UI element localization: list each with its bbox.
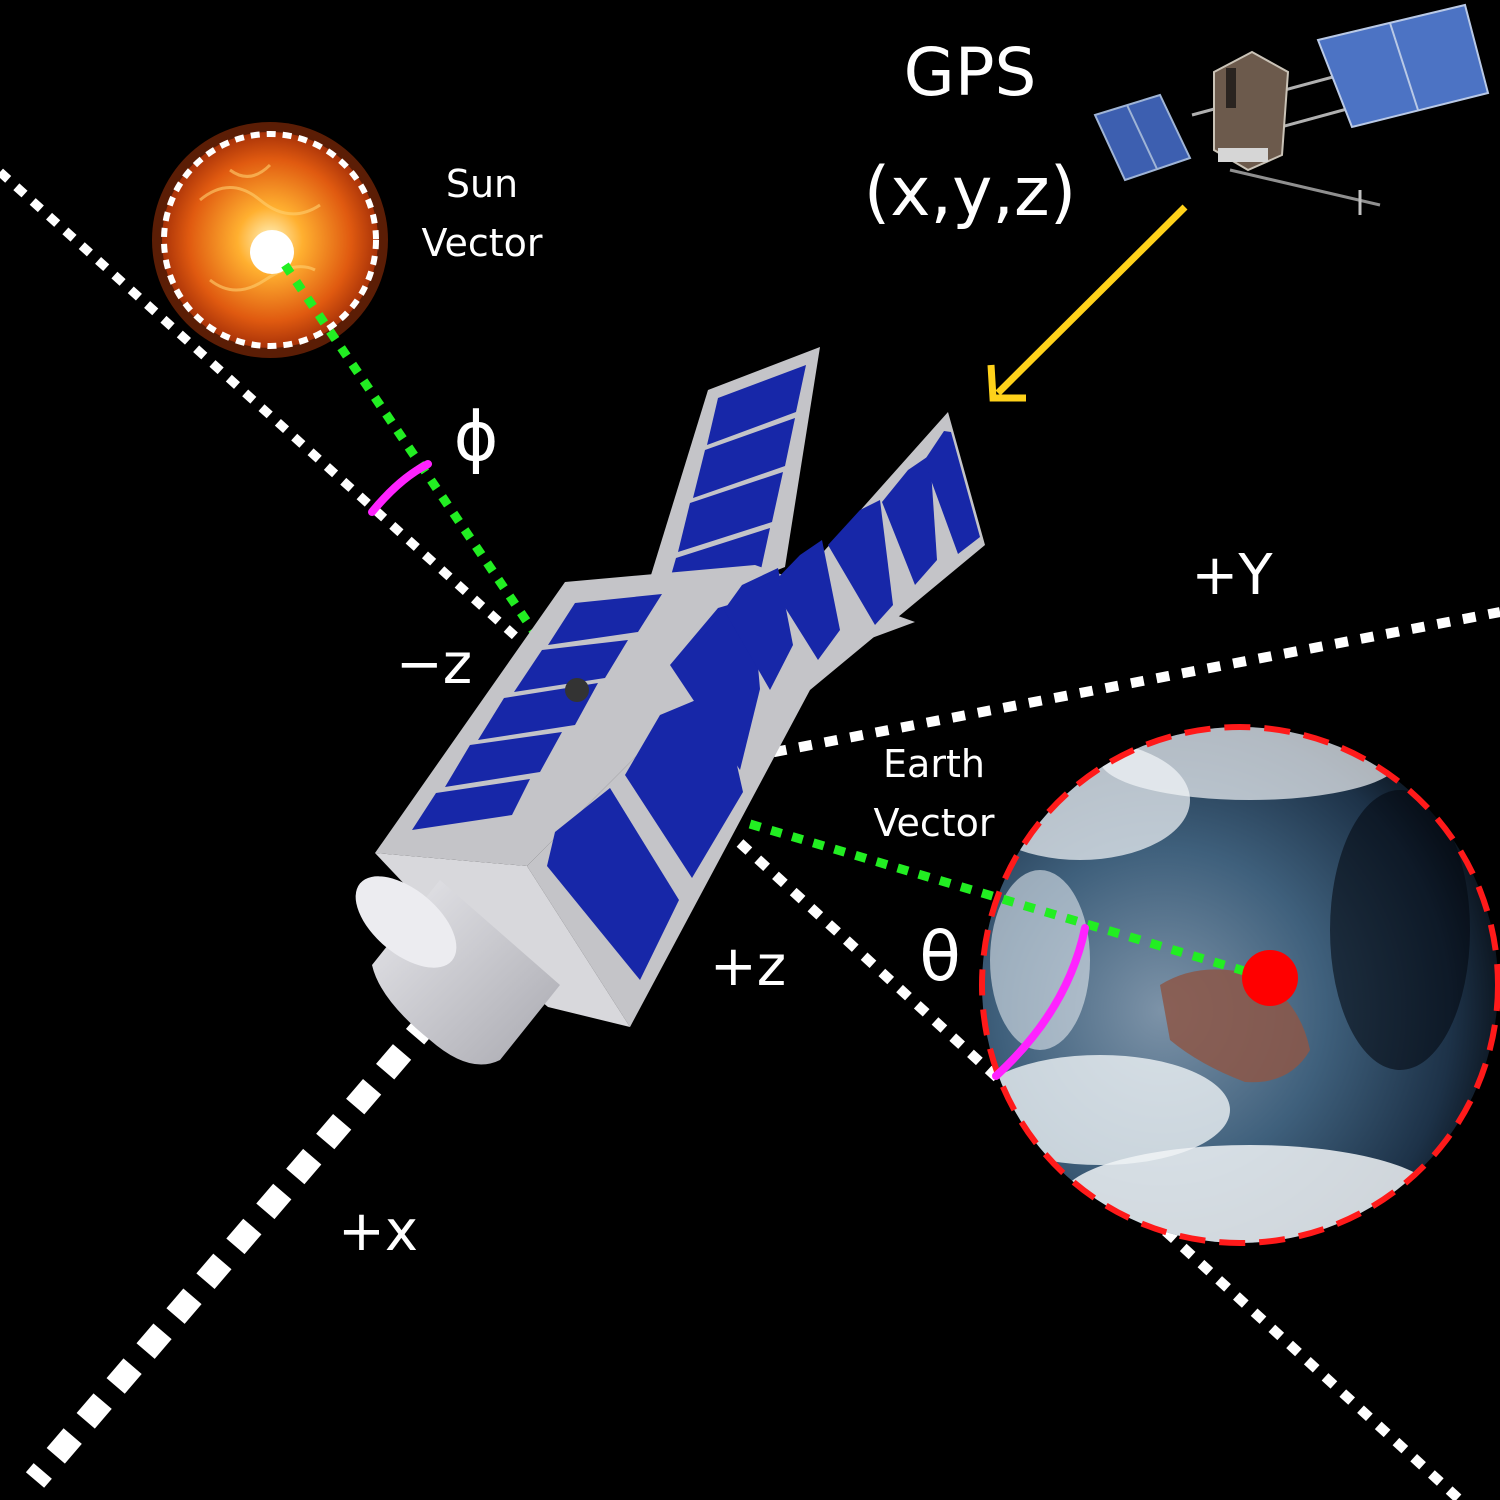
- theta-angle-arc: [992, 924, 1089, 1080]
- gps-satellite-icon: [1093, 3, 1490, 215]
- gps-title: GPS: [904, 34, 1037, 111]
- earth-vector-label-line2: Vector: [873, 801, 994, 845]
- earth-icon: [979, 724, 1500, 1246]
- sun-icon: [152, 122, 388, 358]
- minus-z-label: −z: [396, 632, 472, 697]
- sun-vector-line: [281, 262, 576, 691]
- earth-vector-label-line1: Earth: [883, 742, 985, 786]
- earth-vector-line: [748, 819, 1270, 983]
- gps-coords: (x,y,z): [864, 153, 1076, 232]
- phi-angle-arc: [368, 460, 432, 516]
- plus-y-axis-line: [696, 607, 1500, 772]
- earth-target-dot: [1242, 950, 1298, 1006]
- sun-vector-label-line2: Vector: [421, 221, 542, 265]
- plus-x-label: +x: [338, 1199, 418, 1264]
- plus-z-label: +z: [710, 934, 786, 999]
- sun-vector-label-line1: Sun: [446, 162, 518, 206]
- phi-label: ϕ: [454, 398, 499, 477]
- plus-y-label: +Y: [1191, 543, 1273, 608]
- cubesat-icon: [355, 347, 985, 1065]
- gps-arrow-icon: [987, 204, 1188, 402]
- plus-x-axis-line: [25, 1009, 442, 1488]
- theta-label: θ: [919, 918, 961, 997]
- sun-sensor-dot: [565, 678, 589, 702]
- minus-z-axis-line: [0, 168, 579, 694]
